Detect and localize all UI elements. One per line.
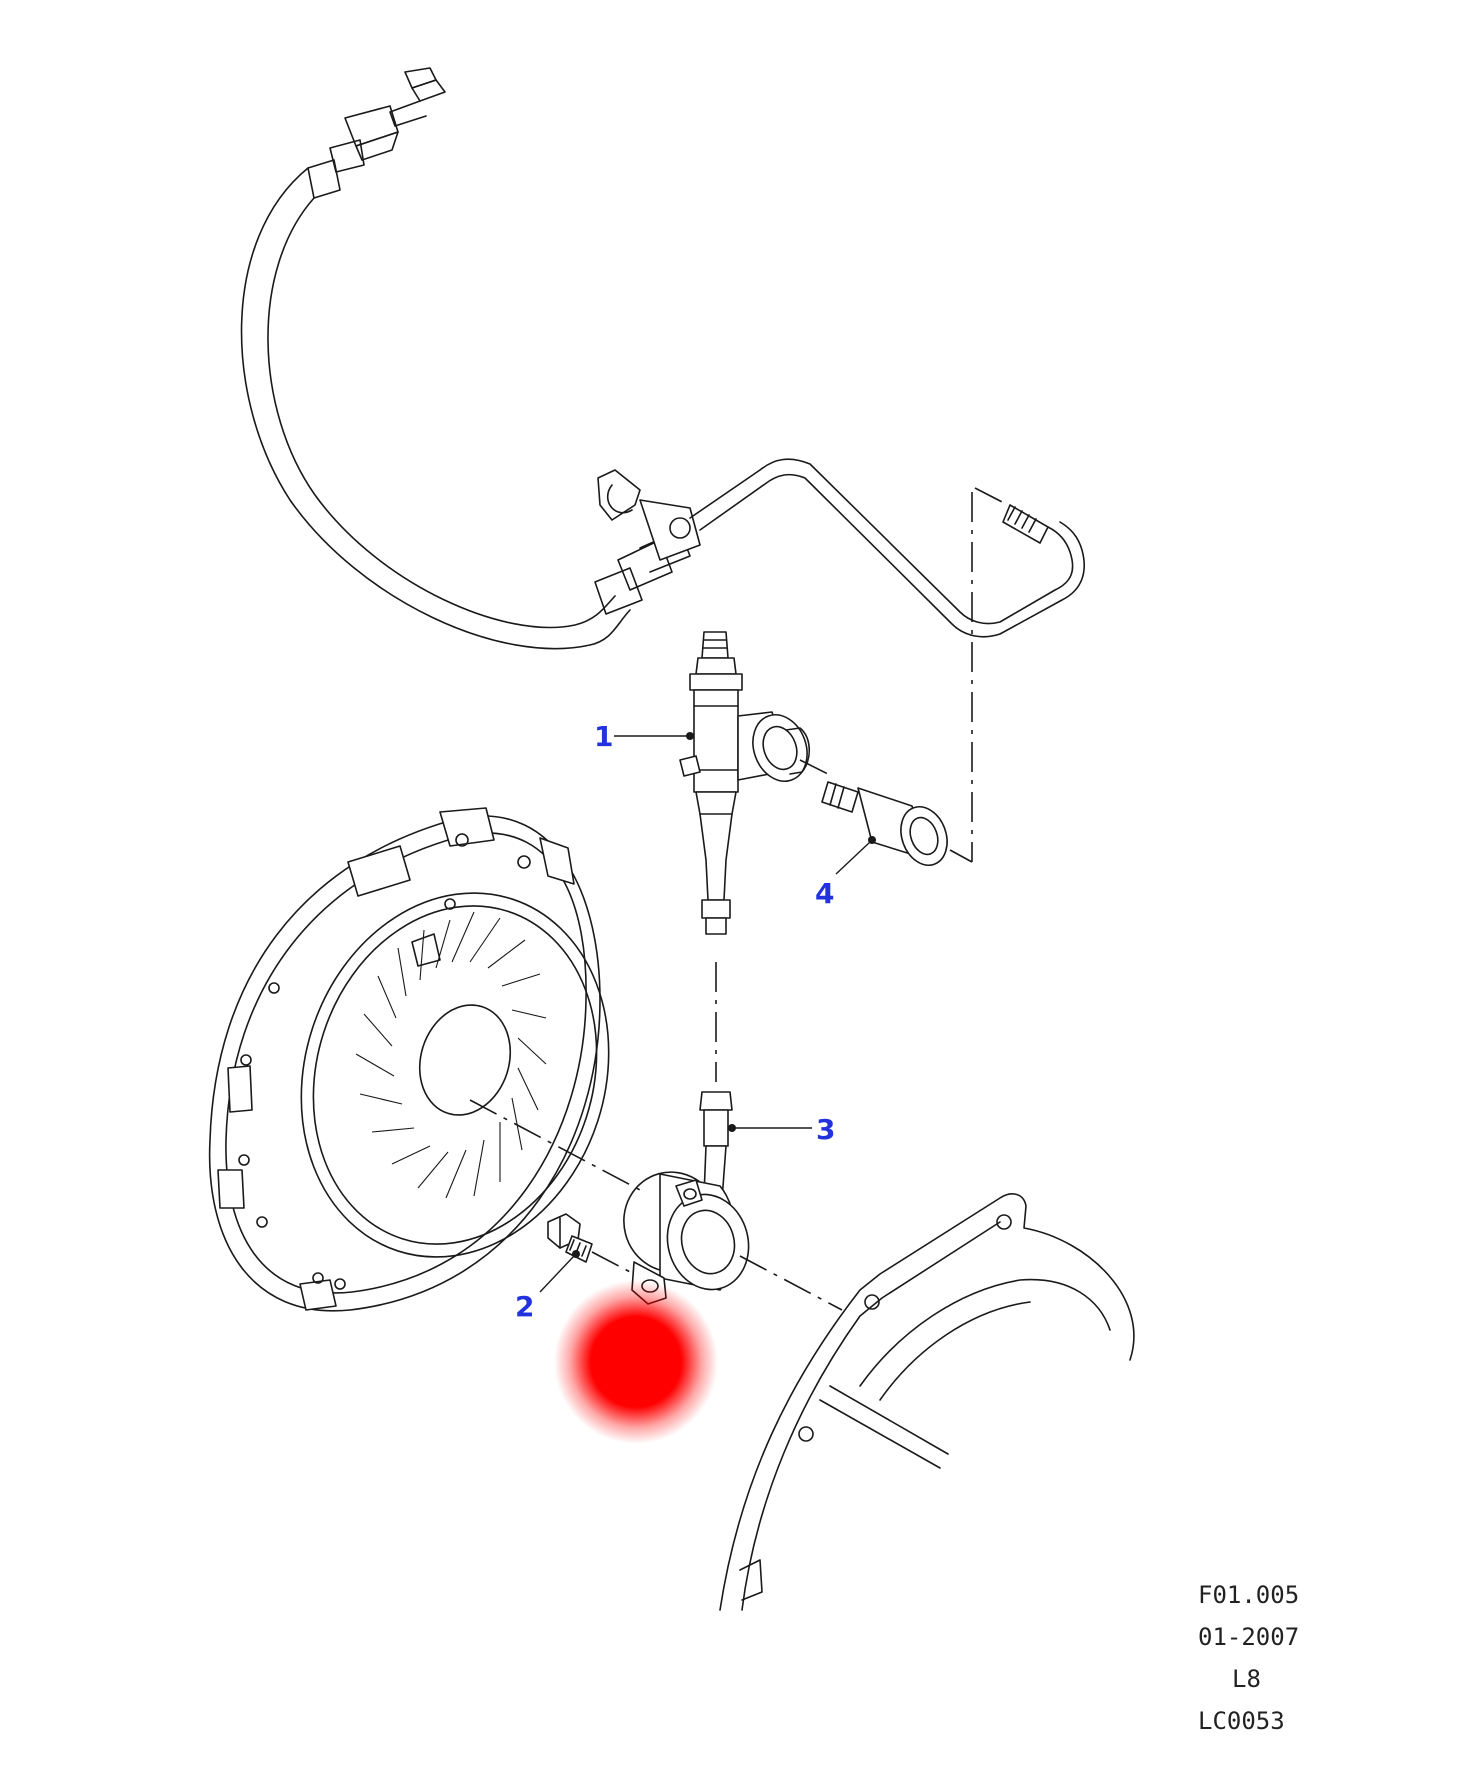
- part-4-connector: [821, 781, 948, 866]
- clutch-hose: [240, 67, 701, 650]
- diagram-code: LC0053: [1198, 1707, 1285, 1735]
- part-1-pipe-assembly: [679, 631, 811, 935]
- callout-2: 2: [515, 1290, 535, 1323]
- part-3-slave-cylinder: [623, 1091, 750, 1305]
- assembly-line-pipe: [949, 487, 1009, 863]
- clutch-pressure-plate: [208, 807, 610, 1312]
- red-highlight-marker: [554, 1280, 718, 1444]
- clutch-pipe: [689, 458, 1085, 638]
- assembly-line-axis: [469, 1099, 641, 1191]
- callout-3: 3: [816, 1113, 836, 1146]
- assembly-line-branch: [799, 759, 833, 777]
- diagram-date: 01-2007: [1198, 1623, 1300, 1651]
- assembly-line-axis-2: [739, 1255, 843, 1311]
- part-2-bolt: [547, 1213, 635, 1275]
- diagram-model: L8: [1232, 1665, 1261, 1693]
- callout-1: 1: [594, 720, 614, 753]
- diagram-ref: F01.005: [1198, 1581, 1300, 1609]
- gearbox-bellhousing: [719, 1193, 1135, 1611]
- callout-leaders: [539, 732, 876, 1293]
- callout-4: 4: [815, 877, 835, 910]
